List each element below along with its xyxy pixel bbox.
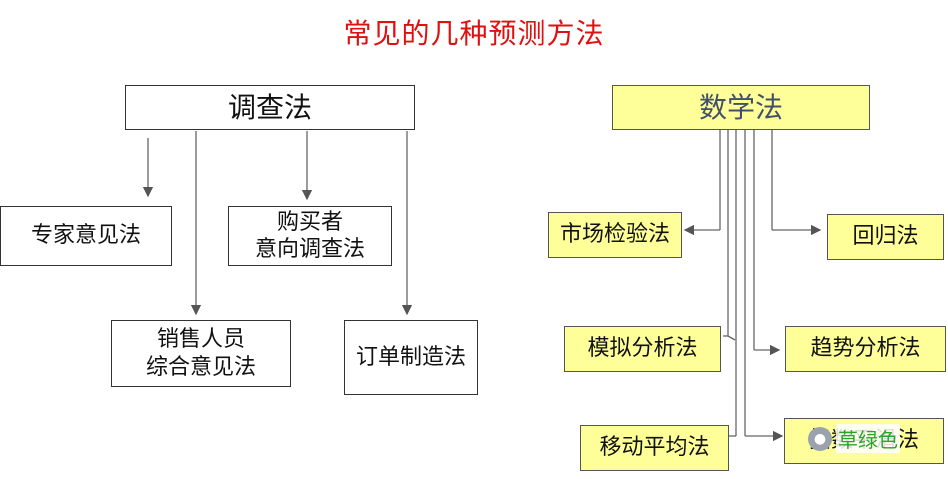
buyer-intention-box: 购买者 意向调查法: [228, 206, 392, 266]
math-method-root: 数学法: [612, 85, 870, 130]
moving-average-box: 移动平均法: [580, 425, 729, 471]
expert-opinion-box: 专家意见法: [0, 206, 172, 266]
trend-analysis-box: 趋势分析法: [785, 326, 946, 372]
watermark-text: 草绿色: [836, 424, 900, 453]
simulation-analysis-box: 模拟分析法: [564, 326, 721, 372]
sales-staff-box: 销售人员 综合意见法: [111, 320, 291, 387]
regression-box: 回归法: [827, 214, 944, 260]
market-test-box: 市场检验法: [548, 212, 682, 258]
order-manufacturing-box: 订单制造法: [344, 320, 478, 395]
wechat-icon: ●: [808, 426, 832, 451]
watermark: ● 草绿色: [808, 424, 900, 453]
diagram-title: 常见的几种预测方法: [343, 17, 605, 50]
survey-method-root: 调查法: [125, 85, 415, 130]
